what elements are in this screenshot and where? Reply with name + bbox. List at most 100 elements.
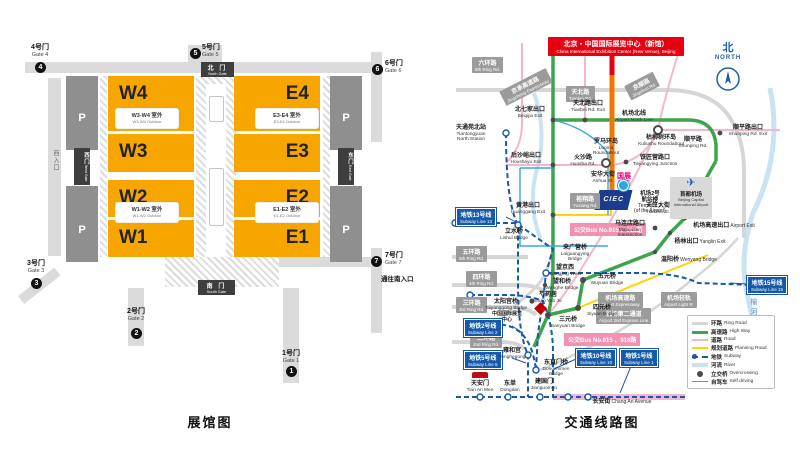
parking-label: P bbox=[342, 112, 350, 124]
parking-west-south: P bbox=[66, 186, 98, 262]
gate-7-marker: 7 bbox=[371, 256, 382, 267]
gate-6-marker: 6 bbox=[372, 64, 383, 75]
gate7-road bbox=[371, 248, 382, 333]
parking-label: P bbox=[78, 112, 86, 124]
hall-e1: E1 bbox=[234, 220, 320, 257]
parking-label: P bbox=[78, 224, 86, 236]
hall-e3: E3 bbox=[234, 134, 320, 172]
walkway-block bbox=[209, 96, 224, 122]
parking-east-north: P bbox=[330, 76, 362, 150]
map-poi-label: 长安街Chang An Avenue bbox=[592, 399, 652, 405]
old-ciec-label: 中国国际展览中心 bbox=[492, 311, 523, 323]
gate1-road bbox=[283, 288, 299, 383]
selfdriving-swatch bbox=[692, 378, 708, 386]
road-swatch bbox=[692, 336, 708, 344]
terminal2-label: 机场2号 航站楼 Terminal 2 (of the Airport) bbox=[634, 191, 666, 215]
gate-3-marker: 3 bbox=[31, 278, 42, 289]
gate-2-marker: 2 bbox=[131, 328, 142, 339]
parking-label: P bbox=[342, 224, 350, 236]
capital-airport-box: ✈ 首都机场 Beijing Capital International Air… bbox=[670, 177, 712, 219]
walkway-block bbox=[209, 168, 224, 226]
hall-w3: W3 bbox=[108, 134, 194, 172]
west-entrance-label: 西入口 bbox=[52, 150, 58, 171]
west-gate-box: 西门West Gate bbox=[74, 148, 90, 185]
east-gate-box: 东门East Gate bbox=[338, 148, 354, 185]
parking-west-north: P bbox=[66, 76, 98, 150]
east-side-hatch bbox=[323, 76, 330, 257]
gate-4-marker: 4 bbox=[35, 62, 46, 73]
gate-5-marker: 5 bbox=[190, 48, 201, 59]
compass-label: 北 NORTH bbox=[714, 42, 742, 61]
bus-route-box: 公交Bus No.915 、918路 bbox=[570, 223, 647, 236]
traffic-map-panel: 北京・中国国际展览中心（新馆） China International Exhi… bbox=[448, 33, 796, 411]
west-entrance-road bbox=[48, 78, 61, 256]
gate-1-marker: 1 bbox=[286, 366, 297, 377]
hall-map-caption: 展馆图 bbox=[187, 415, 233, 430]
ciec-building: CIEC bbox=[594, 190, 633, 210]
subway-swatch bbox=[692, 353, 708, 361]
map-poi-label: 杨林出口Yanglin Exit bbox=[674, 239, 726, 245]
parking-east-south: P bbox=[330, 186, 362, 262]
river-label: 温榆河 bbox=[750, 288, 757, 318]
hall-w1: W1 bbox=[108, 220, 194, 257]
highway-swatch bbox=[692, 328, 708, 336]
traffic-map-caption: 交通线路图 bbox=[564, 415, 640, 430]
airplane-icon: ✈ bbox=[686, 177, 696, 189]
map-poi-label: 温阳桥Wenyang Bridge bbox=[661, 257, 717, 263]
